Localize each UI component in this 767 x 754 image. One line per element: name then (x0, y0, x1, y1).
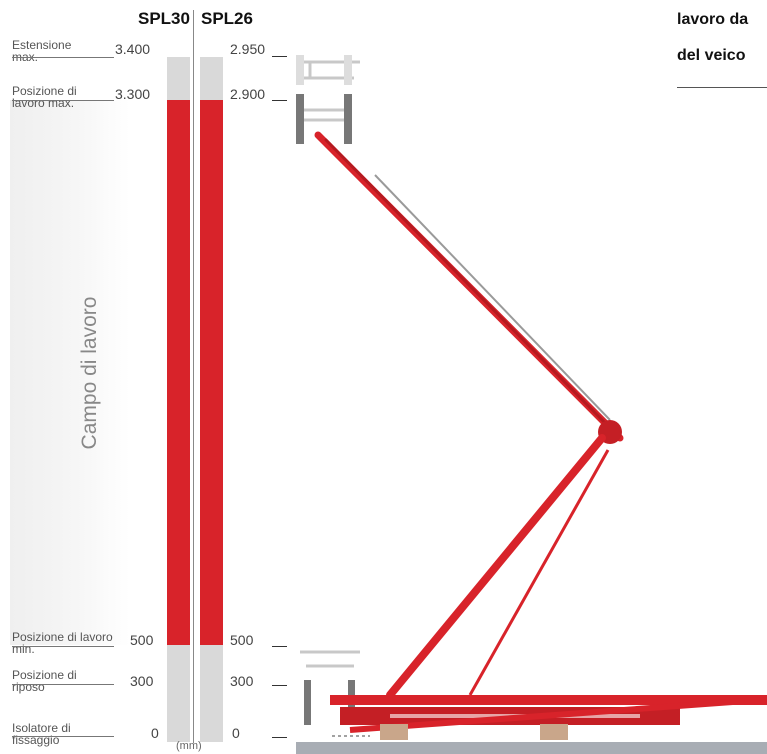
spl26-value-extension-max: 2.950 (230, 41, 266, 57)
spl30-working-range-bar (167, 100, 190, 645)
upper-arm-rod (374, 174, 611, 421)
label-line-working-max (12, 100, 114, 101)
label-extension-max: Estensione max. (12, 38, 72, 64)
label-line-working-min (12, 646, 114, 647)
label-line-rest (12, 684, 114, 685)
label-working-min: Posizione di lavoro min. (12, 630, 113, 656)
unit-label: (mm) (176, 740, 202, 752)
spl30-value-working-max: 3.300 (115, 86, 151, 102)
label-line-extension-max (12, 57, 114, 58)
insulators (380, 724, 568, 740)
spl30-value-rest: 300 (130, 673, 154, 689)
model-label-spl30: SPL30 (138, 9, 190, 28)
vehicle-roof (296, 742, 767, 754)
working-range-label: Campo di lavoro (78, 296, 101, 450)
spl26-value-working-min: 500 (230, 632, 254, 648)
heading-rule (677, 87, 767, 88)
working-range-band (10, 100, 130, 645)
spl26-tick-extension-max (272, 56, 287, 57)
pantograph-illustration (296, 55, 767, 740)
base-frame (330, 695, 767, 733)
lower-arm (386, 434, 606, 699)
upper-arm (314, 131, 624, 442)
heading-line-1: lavoro da (677, 11, 749, 28)
label-working-max: Posizione di lavoro max. (12, 84, 77, 110)
label-insulator: Isolatore di fissaggio (12, 721, 71, 747)
spl26-value-insulator: 0 (232, 725, 240, 741)
spl30-value-extension-max: 3.400 (115, 41, 151, 57)
label-rest: Posizione di riposo (12, 668, 77, 694)
spl26-tick-working-min (272, 646, 287, 647)
spl30-value-working-min: 500 (130, 632, 154, 648)
lower-arm-rod (468, 449, 610, 696)
spl26-value-working-max: 2.900 (230, 86, 266, 102)
heading-line-2: del veico (677, 47, 746, 64)
spl30-value-insulator: 0 (151, 725, 159, 741)
label-line-insulator (12, 736, 114, 737)
spl26-working-range-bar (200, 100, 223, 645)
spl26-value-rest: 300 (230, 673, 254, 689)
spl26-tick-working-max (272, 100, 287, 101)
collector-head-raised (296, 55, 360, 144)
model-separator (193, 10, 194, 743)
spl26-tick-rest (272, 685, 287, 686)
model-label-spl26: SPL26 (201, 9, 253, 28)
spl26-tick-insulator (272, 737, 287, 738)
